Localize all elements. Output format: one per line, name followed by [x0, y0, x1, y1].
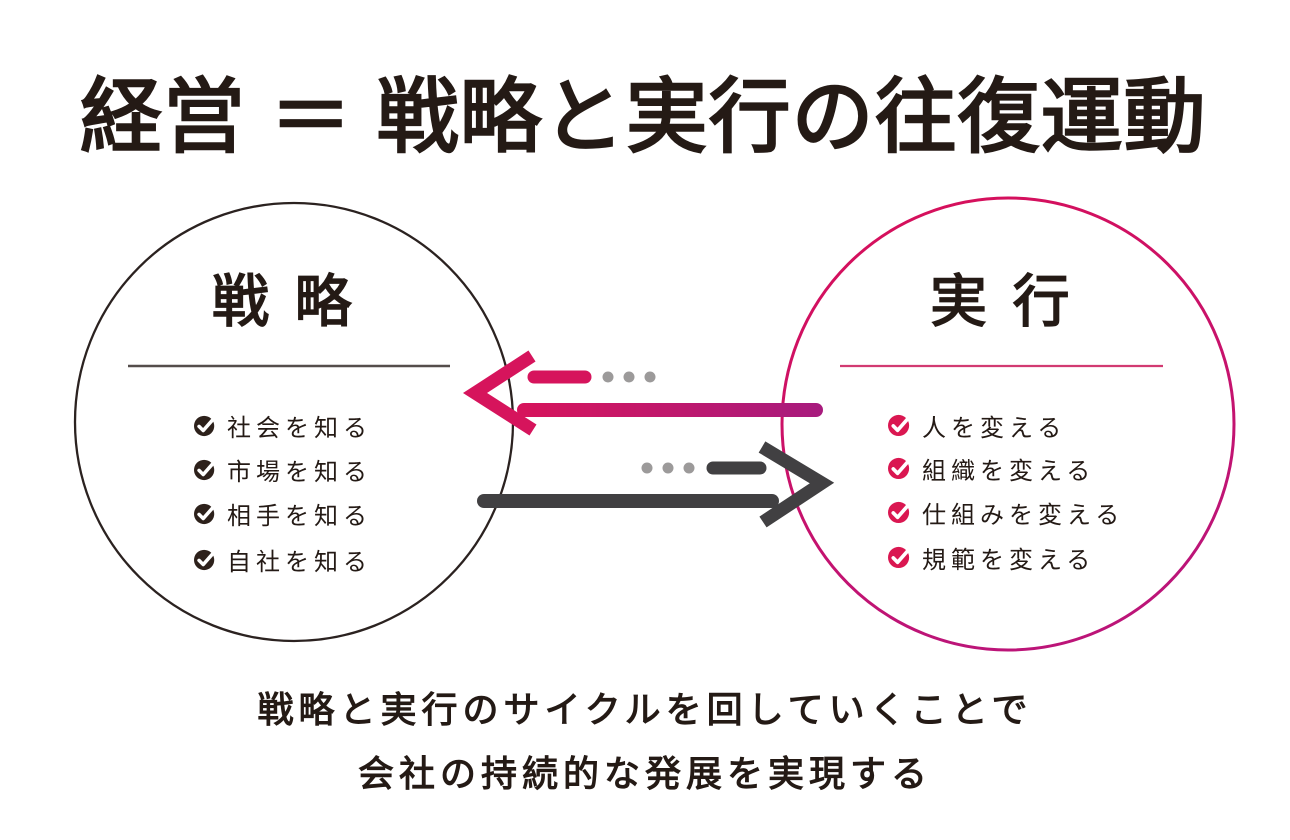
caption: 戦略と実行のサイクルを回していくことで 会社の持続的な発展を実現する — [0, 678, 1290, 806]
check-icon — [888, 501, 910, 524]
dark-arrowhead — [758, 441, 835, 528]
execution-checklist-item: 仕組みを変える — [887, 498, 1124, 529]
strategy-circle-label: 戦略 — [212, 270, 378, 334]
checklist-item-label: 規範を変える — [922, 546, 1096, 574]
check-icon — [888, 457, 910, 480]
execution-checklist-item: 規範を変える — [887, 543, 1095, 574]
check-icon — [194, 415, 216, 436]
checklist-item-label: 仕組みを変える — [922, 501, 1125, 529]
execution-checklist-item: 組織を変える — [887, 454, 1095, 485]
checklist-item-label: 社会を知る — [227, 414, 372, 442]
pink-arrow-dots — [602, 371, 656, 383]
dark-arrow-dots — [641, 462, 695, 474]
check-icon — [194, 549, 216, 570]
check-icon — [888, 546, 910, 569]
execution-to-strategy-arrow — [462, 350, 823, 436]
check-icon — [194, 503, 216, 524]
execution-circle — [780, 196, 1236, 652]
strategy-checklist-item: 市場を知る — [193, 455, 372, 486]
pink-arrowhead — [462, 350, 537, 436]
strategy-checklist-item: 相手を知る — [193, 499, 372, 530]
page-title: 経営 ＝ 戦略と実行の往復運動 — [80, 72, 1207, 163]
execution-circle-label: 実行 — [930, 270, 1096, 334]
strategy-checklist-item: 自社を知る — [193, 545, 372, 576]
checklist-item-label: 市場を知る — [227, 458, 372, 486]
caption-line-1: 戦略と実行のサイクルを回していくことで — [257, 689, 1033, 730]
caption-line-2: 会社の持続的な発展を実現する — [357, 753, 932, 794]
strategy-checklist-item: 社会を知る — [193, 411, 372, 442]
checklist-item-label: 自社を知る — [227, 548, 372, 576]
checklist-item-label: 人を変える — [922, 414, 1067, 442]
checklist-item-label: 組織を変える — [922, 457, 1096, 485]
execution-checklist-item: 人を変える — [887, 411, 1066, 442]
check-icon — [888, 414, 910, 437]
checklist-item-label: 相手を知る — [227, 502, 372, 530]
strategy-to-execution-arrow — [477, 441, 835, 528]
check-icon — [194, 459, 216, 480]
